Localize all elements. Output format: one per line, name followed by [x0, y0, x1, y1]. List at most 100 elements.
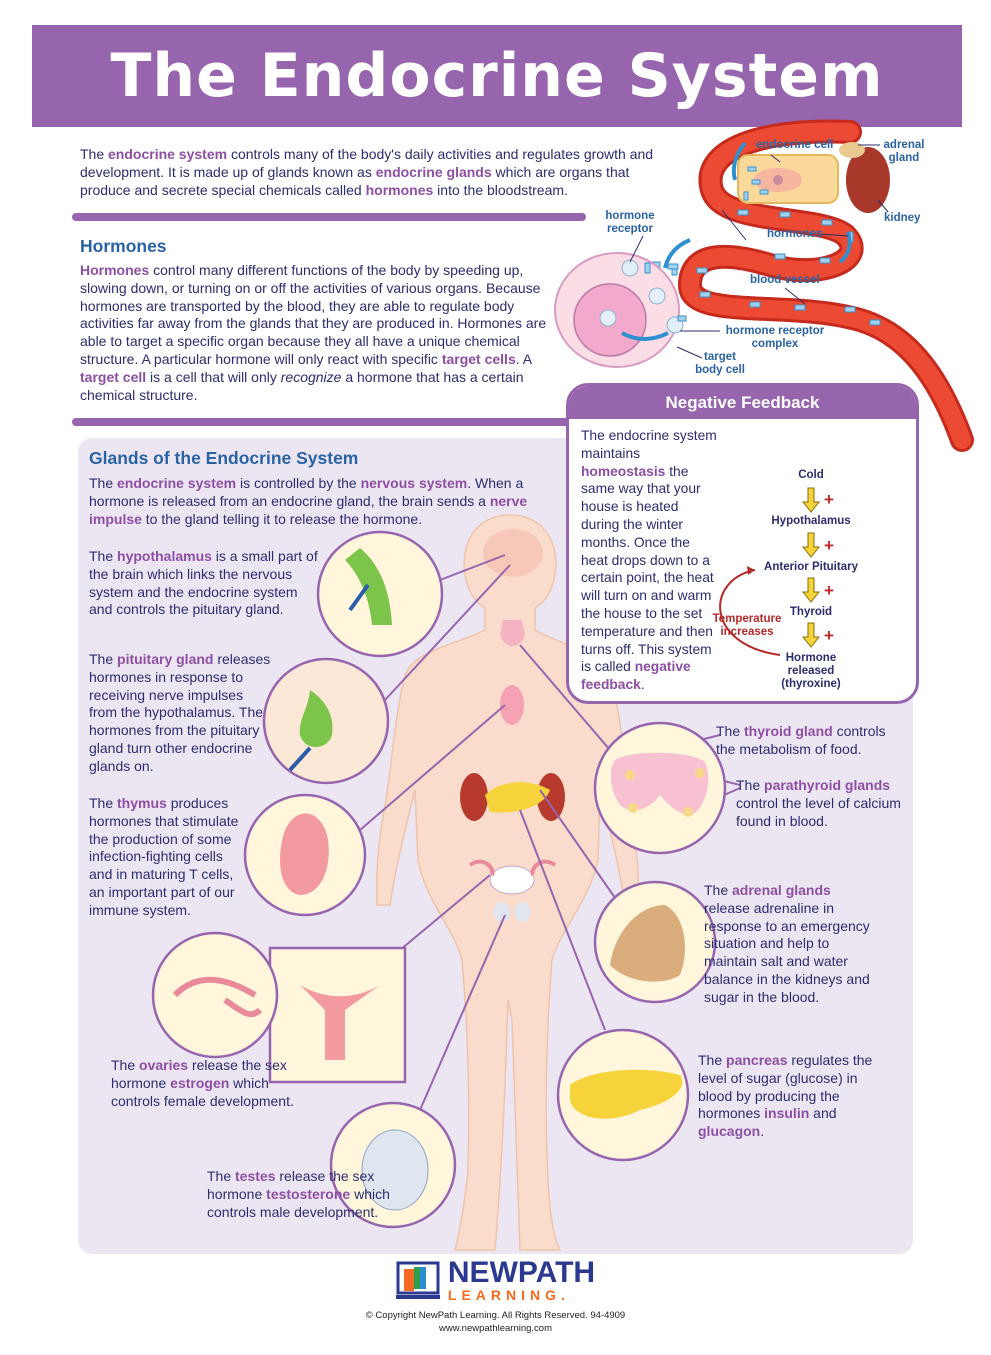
- label-hormone-receptor-complex: hormone receptor complex: [725, 325, 825, 350]
- plus-sign: +: [824, 490, 834, 509]
- highlighted-term: testosterone: [266, 1185, 351, 1202]
- highlighted-term: ovaries: [139, 1057, 189, 1073]
- negative-feedback-heading: Negative Feedback: [569, 386, 916, 419]
- hormones-text: Hormones control many different function…: [80, 262, 555, 404]
- text-segment: The: [89, 795, 118, 811]
- copyright: © Copyright NewPath Learning. All Rights…: [365, 1310, 626, 1321]
- book-monitor-icon: [395, 1261, 440, 1299]
- pituitary-text: The pituitary gland releases hormones in…: [89, 651, 271, 776]
- text-segment: The: [89, 651, 118, 667]
- text-segment: The: [80, 146, 109, 162]
- highlighted-term: adrenal glands: [732, 882, 831, 898]
- label-hormones: hormones: [767, 228, 823, 240]
- plus-sign: +: [824, 581, 834, 600]
- step-cold: Cold: [798, 469, 824, 481]
- title-banner: The Endocrine System: [32, 25, 962, 127]
- highlighted-term: homeostasis: [581, 463, 666, 479]
- highlighted-term: testes: [235, 1168, 276, 1184]
- text-segment: The: [704, 882, 733, 898]
- highlighted-term: negative feedback: [581, 659, 691, 693]
- hormone-particles: [649, 209, 881, 326]
- text-segment: regulates the level of sugar (glucose) i…: [698, 1052, 873, 1122]
- text-segment: controls many of the body's daily activi…: [80, 146, 654, 180]
- highlighted-term: pituitary gland: [117, 651, 214, 667]
- highlighted-term: target cells: [441, 350, 516, 367]
- label-endocrine-cell: endocrine cell: [756, 139, 834, 151]
- website-link[interactable]: www.newpathlearning.com: [438, 1323, 552, 1334]
- thymus-text: The thymus produces hormones that stimul…: [89, 795, 247, 920]
- brand-subtitle: LEARNING.: [447, 1287, 570, 1303]
- text-segment: produces hormones that stimulate the pro…: [89, 795, 239, 918]
- text-segment: .: [640, 677, 645, 693]
- loop-temperature-increases: Temperature increases: [712, 613, 782, 638]
- parathyroid-text: The parathyroid glands control the level…: [736, 777, 901, 830]
- text-segment: releases hormones in response to receivi…: [89, 651, 271, 774]
- highlighted-term: estrogen: [170, 1074, 230, 1091]
- label-adrenal-gland: adrenal gland: [883, 139, 925, 164]
- text-segment: is a small part of the brain which links…: [89, 548, 318, 618]
- text-segment: release adrenaline in response to an eme…: [704, 899, 870, 1005]
- highlighted-term: nerve impulse: [89, 492, 528, 527]
- text-segment: which are organs that produce and secret…: [80, 163, 630, 198]
- highlighted-term: Hormones: [80, 262, 150, 278]
- text-segment: The: [111, 1057, 140, 1073]
- hypothalamus-text: The hypothalamus is a small part of the …: [89, 548, 321, 619]
- intro-text: The endocrine system controls many of th…: [80, 146, 680, 199]
- negative-feedback-box: Negative Feedback The endocrine system m…: [566, 383, 919, 704]
- text-segment: which controls female development.: [111, 1074, 294, 1109]
- newpath-logo: NEWPATH LEARNING.: [395, 1258, 595, 1303]
- pancreas-text: The pancreas regulates the level of suga…: [698, 1052, 873, 1141]
- plus-sign: +: [824, 626, 834, 645]
- highlighted-term: hormones: [365, 181, 434, 198]
- text-segment: The: [89, 475, 118, 491]
- text-segment: The: [207, 1168, 236, 1184]
- adrenal-gland-illustration: [839, 142, 865, 158]
- text-segment: which controls male development.: [207, 1185, 390, 1220]
- text-segment: . When a hormone is released from an end…: [89, 475, 524, 509]
- divider: [72, 213, 586, 221]
- glands-intro: The endocrine system is controlled by th…: [89, 475, 539, 528]
- text-segment: control the level of calcium found in bl…: [736, 794, 901, 829]
- label-blood-vessel: blood vessel: [750, 274, 820, 286]
- highlighted-term: insulin: [764, 1105, 810, 1122]
- highlighted-term: glucagon: [698, 1123, 761, 1140]
- plus-sign: +: [824, 536, 834, 555]
- text-segment: controls the metabolism of food.: [716, 723, 886, 757]
- label-target-body-cell: target body cell: [695, 351, 745, 376]
- step-anterior-pituitary: Anterior Pituitary: [764, 561, 858, 573]
- glands-heading: Glands of the Endocrine System: [89, 448, 359, 468]
- text-segment: The: [698, 1052, 727, 1068]
- text-segment: The: [736, 777, 765, 793]
- hormones-heading: Hormones: [80, 236, 167, 256]
- negative-feedback-text: The endocrine system maintains homeostas…: [581, 428, 717, 692]
- highlighted-term: pancreas: [726, 1052, 788, 1068]
- footer: NEWPATH LEARNING. © Copyright NewPath Le…: [0, 1258, 991, 1335]
- endocrine-cell-illustration: [737, 154, 839, 204]
- page-title: The Endocrine System: [110, 41, 884, 111]
- highlighted-term: hypothalamus: [117, 548, 212, 564]
- highlighted-term: parathyroid glands: [764, 777, 891, 793]
- text-segment: The: [716, 723, 745, 739]
- highlighted-term: nervous system: [360, 475, 468, 491]
- adrenal-text: The adrenal glands release adrenaline in…: [704, 882, 874, 1007]
- text-segment: .: [760, 1123, 765, 1140]
- text-segment: the same way that your house is heated d…: [581, 463, 714, 675]
- text-segment: is a cell that will only: [146, 368, 281, 385]
- step-hormone-released: Hormone released (thyroxine): [781, 652, 841, 690]
- text-segment: The endocrine system maintains: [581, 428, 717, 461]
- highlighted-term: endocrine system: [117, 475, 237, 491]
- ovaries-text: The ovaries release the sex hormone estr…: [111, 1057, 306, 1110]
- text-segment: release the sex hormone: [111, 1057, 287, 1091]
- text-segment: . A: [515, 350, 532, 367]
- step-hypothalamus: Hypothalamus: [771, 515, 851, 527]
- target-body-cell-illustration: [554, 252, 680, 368]
- highlighted-term: target cell: [80, 368, 147, 385]
- highlighted-term: endocrine glands: [375, 163, 492, 180]
- thyroid-text: The thyroid gland controls the metabolis…: [716, 723, 901, 759]
- text-segment: a hormone that has a certain chemical st…: [80, 368, 524, 403]
- text-segment: to the gland telling it to release the h…: [141, 510, 423, 527]
- text-segment: release the sex hormone: [207, 1168, 375, 1202]
- highlighted-term: thyroid gland: [744, 723, 833, 739]
- divider: [72, 418, 572, 426]
- text-segment: The: [89, 548, 118, 564]
